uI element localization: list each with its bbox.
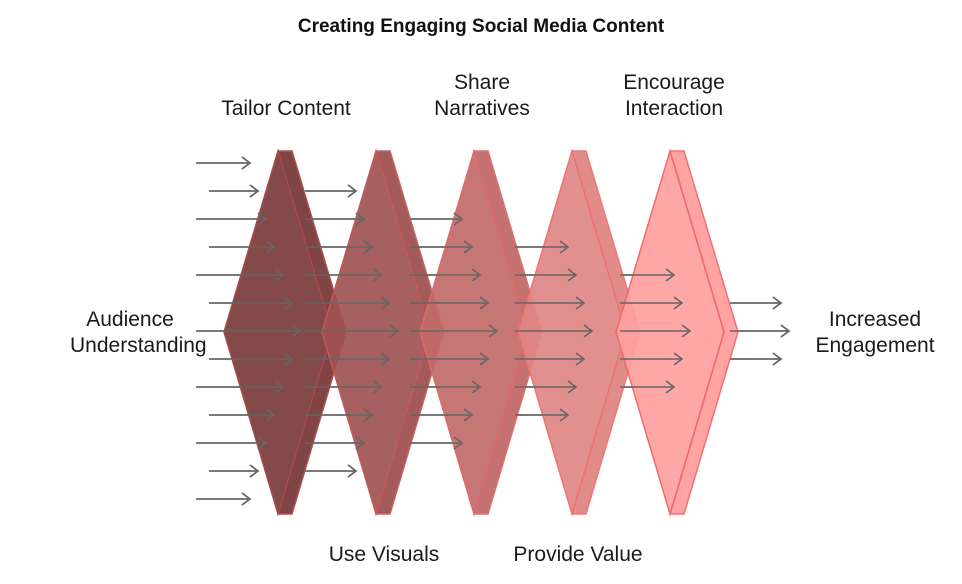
flow-arrow-head-overlay <box>453 436 464 450</box>
stage-label-tailor-content: Tailor Content <box>196 96 376 122</box>
output-label-line-2: Engagement <box>815 334 935 357</box>
flow-arrow-head-overlay <box>355 212 366 226</box>
flow-arrow-head-overlay <box>479 352 490 366</box>
stage-label-use-visuals: Use Visuals <box>294 542 474 568</box>
flow-arrow-head-overlay <box>372 268 383 282</box>
flow-arrow-head-overlay <box>567 268 578 282</box>
diagram-title: Creating Engaging Social Media Content <box>297 16 665 37</box>
flow-arrow-head-overlay <box>241 156 252 170</box>
output-label-line-1: Increased <box>828 308 922 331</box>
stage-label-tailor-content-line-1: Tailor Content <box>221 97 351 120</box>
input-label-line-2: Understanding <box>70 334 207 357</box>
flow-arrow-head-overlay <box>257 436 268 450</box>
flow-arrow-head-overlay <box>291 324 302 338</box>
stages-layer <box>223 148 739 517</box>
flow-arrow-head-overlay <box>363 240 374 254</box>
flow-arrow-head-overlay <box>372 380 383 394</box>
flow-arrow-head-overlay <box>772 352 783 366</box>
stage-label-encourage-interaction: Encourage Interaction <box>584 70 764 122</box>
flow-arrow-head-overlay <box>274 380 285 394</box>
flow-arrow-head-overlay <box>283 296 294 310</box>
stage-chevron-face <box>223 148 333 517</box>
flow-arrow-head-overlay <box>575 352 586 366</box>
stage-chevron-face <box>615 148 725 517</box>
stage-label-provide-value-line-1: Provide Value <box>513 543 643 566</box>
flow-arrow-head-overlay <box>389 324 400 338</box>
flow-arrow-head-overlay <box>347 184 358 198</box>
flow-arrow-head-overlay <box>575 296 586 310</box>
stage-chevron-face <box>517 148 627 517</box>
flow-arrow-head-overlay <box>347 464 358 478</box>
stage-label-share-narratives: Share Narratives <box>392 70 572 122</box>
flow-arrow-head-overlay <box>780 324 791 338</box>
stage-label-encourage-interaction-line-2: Interaction <box>624 97 724 120</box>
flow-arrow-head-overlay <box>567 380 578 394</box>
stage-chevron-5 <box>615 148 739 517</box>
flow-arrow-head-overlay <box>665 268 676 282</box>
flow-arrow-head-overlay <box>559 240 570 254</box>
flow-arrow-head-overlay <box>257 212 268 226</box>
flow-arrow-head-overlay <box>363 408 374 422</box>
flow-arrow-head-overlay <box>355 436 366 450</box>
flow-arrow-head-overlay <box>488 324 499 338</box>
flow-arrow-head-overlay <box>681 324 692 338</box>
flow-arrow-head-overlay <box>559 408 570 422</box>
output-label: Increased Engagement <box>800 307 950 359</box>
stage-label-encourage-interaction-line-1: Encourage <box>623 71 725 94</box>
stage-label-share-narratives-line-2: Narratives <box>434 97 530 120</box>
stage-label-use-visuals-line-1: Use Visuals <box>328 543 440 566</box>
stage-label-share-narratives-line-1: Share <box>453 71 511 94</box>
flow-arrow-head-overlay <box>241 492 252 506</box>
flow-arrow-head-overlay <box>665 380 676 394</box>
flow-arrow-head-overlay <box>471 268 482 282</box>
stage-label-provide-value: Provide Value <box>488 542 668 568</box>
flow-arrow-head-overlay <box>479 296 490 310</box>
flow-arrow-head-overlay <box>283 352 294 366</box>
input-label-line-1: Audience <box>86 308 174 331</box>
arrows-overlay <box>196 156 791 506</box>
flow-arrow-head-overlay <box>249 184 260 198</box>
flow-arrow-head-overlay <box>453 212 464 226</box>
flow-arrow-head-overlay <box>265 240 276 254</box>
stage-chevron-face <box>321 148 431 517</box>
stage-chevron-face <box>419 148 529 517</box>
flow-arrow-head-overlay <box>673 296 684 310</box>
flow-arrow-head-overlay <box>463 408 474 422</box>
flow-arrow-head-overlay <box>274 268 285 282</box>
flow-arrow-head-overlay <box>249 464 260 478</box>
flow-arrow-head-overlay <box>463 240 474 254</box>
flow-arrow-head-overlay <box>380 352 391 366</box>
flow-arrow-head-overlay <box>471 380 482 394</box>
input-label: Audience Understanding <box>70 307 207 359</box>
flow-arrow-head-overlay <box>772 296 783 310</box>
flow-arrow-head-overlay <box>673 352 684 366</box>
flow-arrow-head-overlay <box>265 408 276 422</box>
flow-arrow-head-overlay <box>380 296 391 310</box>
flow-arrow-head-overlay <box>583 324 594 338</box>
